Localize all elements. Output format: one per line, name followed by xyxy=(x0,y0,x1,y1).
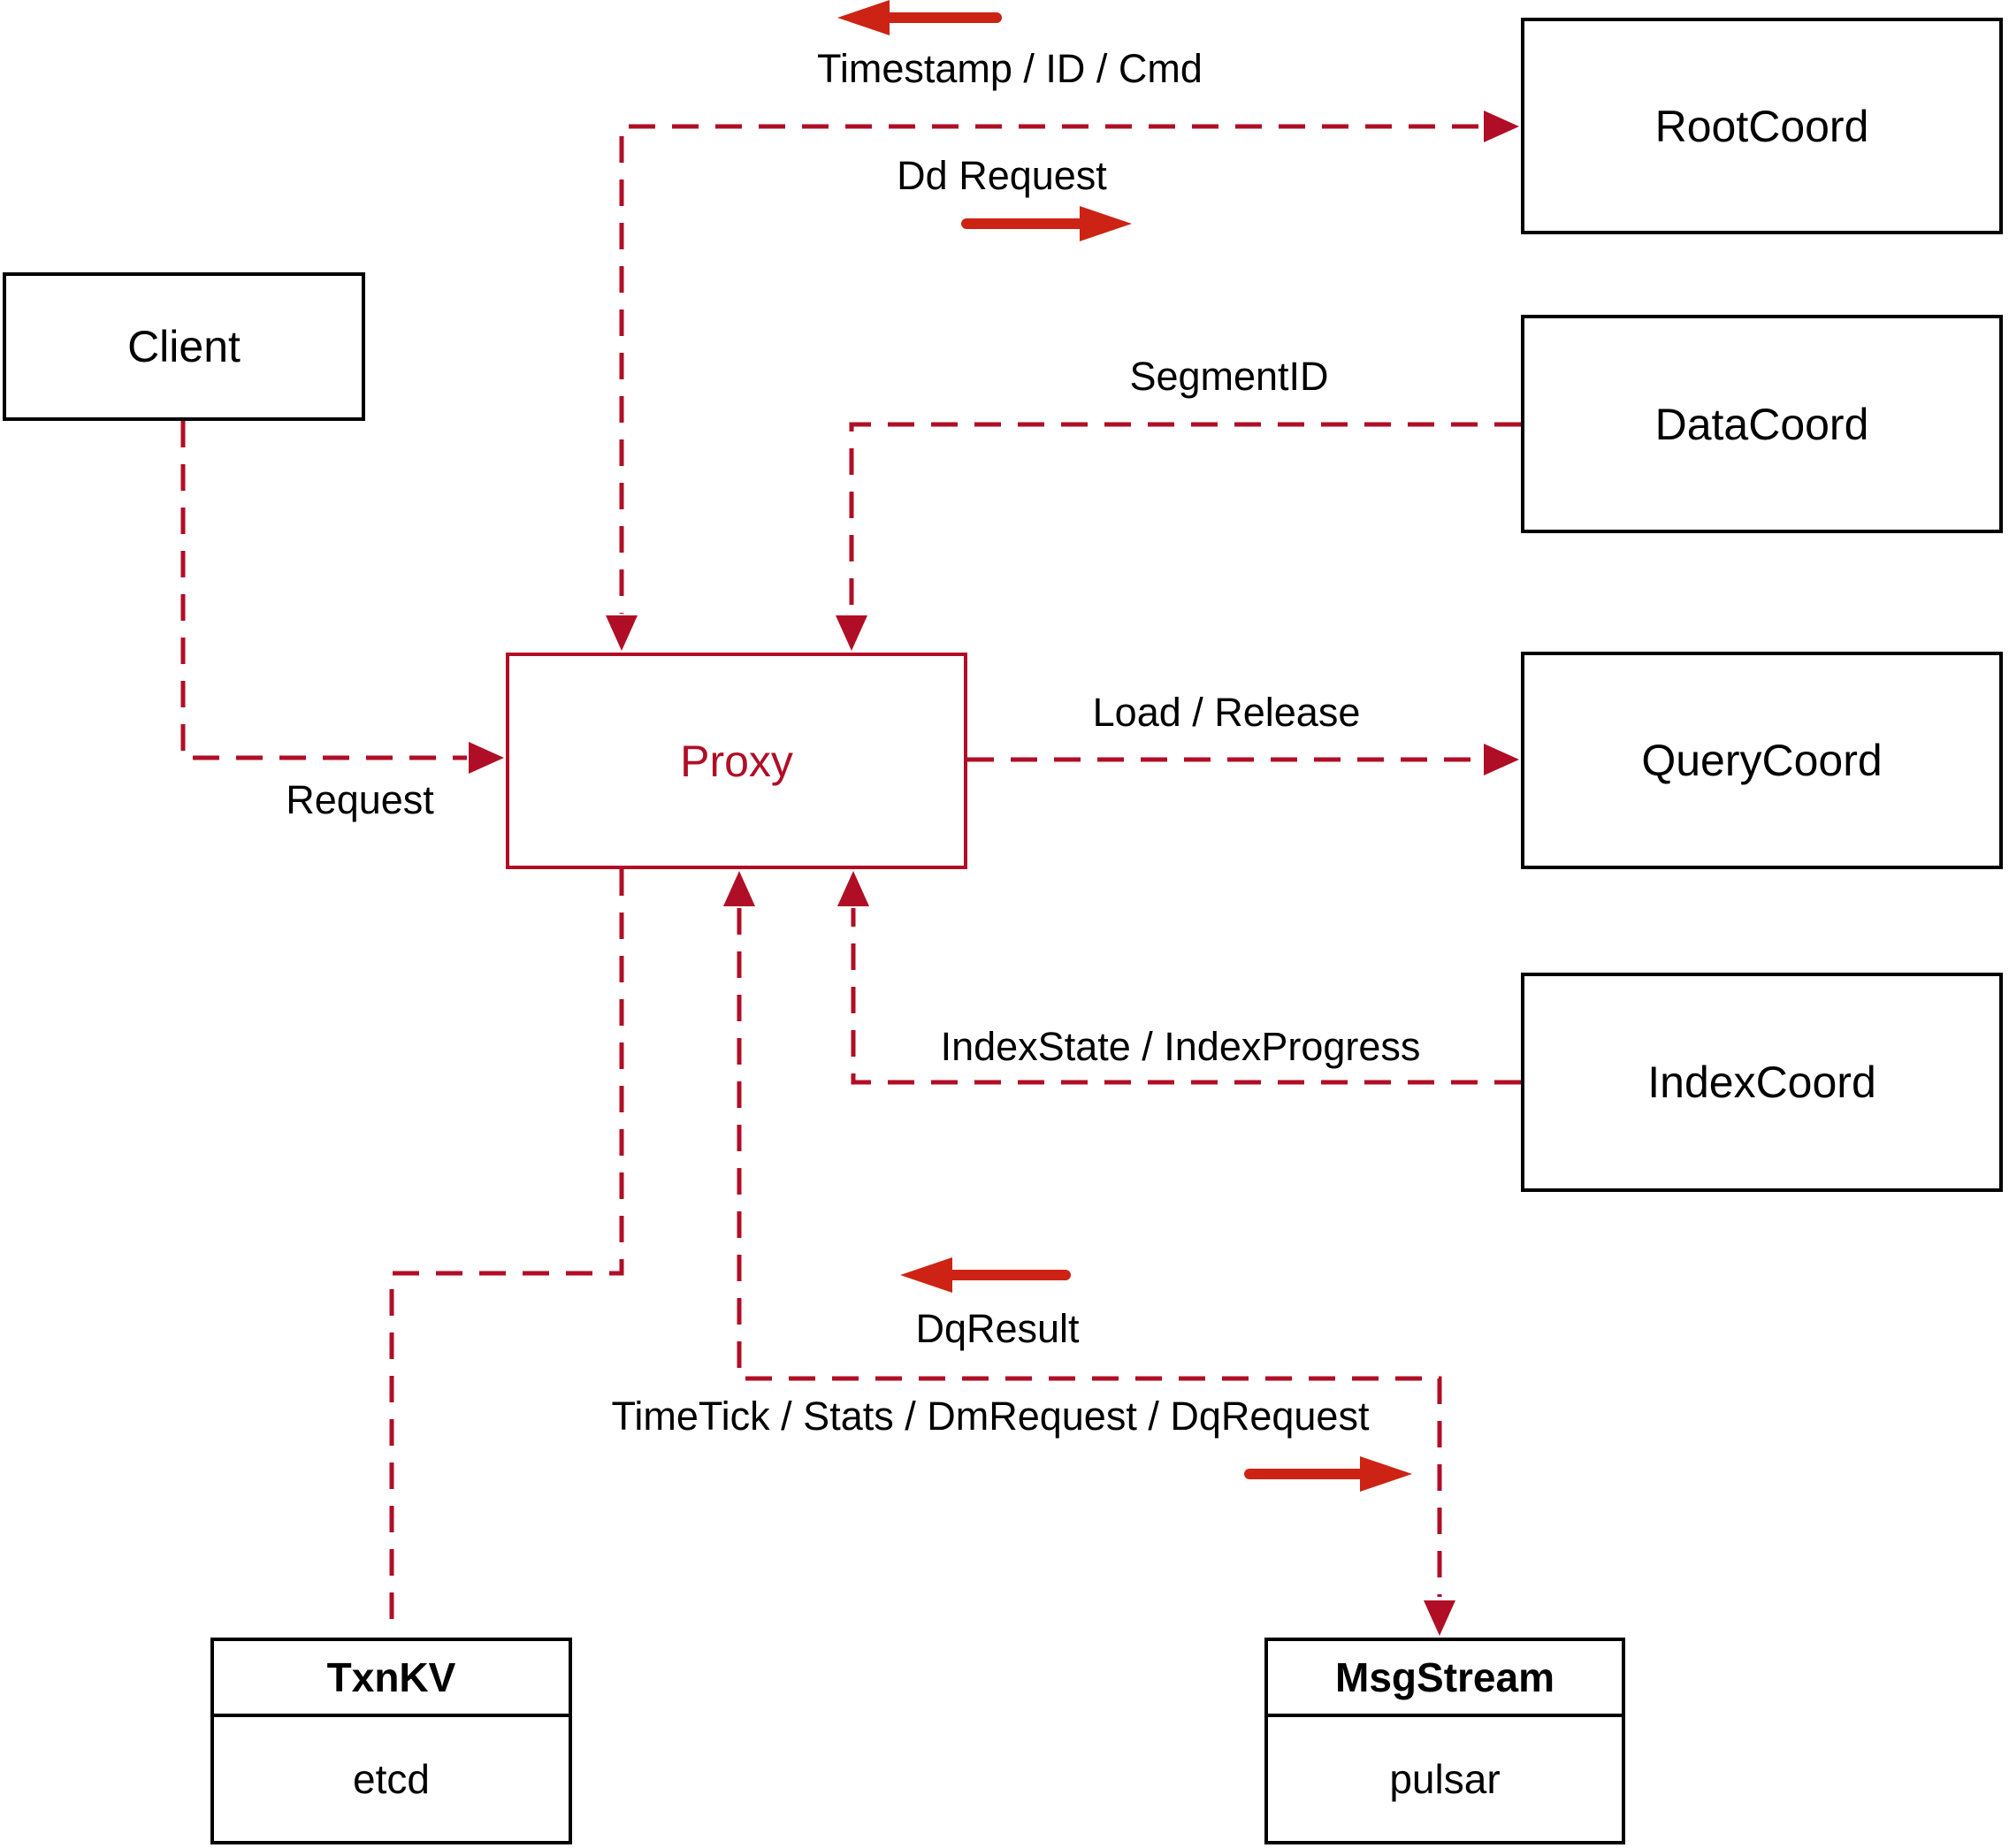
arrowhead-into-querycoord-icon xyxy=(1484,744,1519,775)
txnkv-title: TxnKV xyxy=(214,1641,569,1717)
ddrequest-direction-right-arrowhead-icon xyxy=(1080,206,1132,241)
edge-indexcoord-proxy xyxy=(851,908,1521,1085)
node-txnkv: TxnKV etcd xyxy=(210,1638,572,1844)
node-client: Client xyxy=(3,272,365,421)
dqrequest-direction-right-arrowhead-icon xyxy=(1360,1456,1412,1492)
edge-proxy-msgstream xyxy=(737,908,1442,1597)
node-rootcoord: RootCoord xyxy=(1521,18,2003,234)
node-indexcoord: IndexCoord xyxy=(1521,973,2003,1192)
arrowhead-into-proxy-bottom-right-icon xyxy=(837,871,869,906)
edge-label-index-state: IndexState / IndexProgress xyxy=(940,1024,1421,1069)
arrowhead-into-proxy-top-right-icon xyxy=(836,615,867,651)
edge-label-load-release: Load / Release xyxy=(1092,690,1361,735)
edge-client-proxy xyxy=(180,421,467,760)
arrowhead-into-proxy-bottom-left-icon xyxy=(723,871,755,906)
arrowhead-into-proxy-left-icon xyxy=(469,742,504,774)
edge-proxy-rootcoord xyxy=(619,124,1478,614)
node-proxy: Proxy xyxy=(506,653,967,869)
edge-label-timestamp-id-cmd: Timestamp / ID / Cmd xyxy=(817,46,1203,91)
edge-proxy-txnkv xyxy=(389,869,624,1636)
arrowhead-into-proxy-top-left-icon xyxy=(606,615,638,651)
edge-label-dd-request: Dd Request xyxy=(897,153,1107,198)
txnkv-subtitle: etcd xyxy=(353,1756,430,1802)
node-msgstream: MsgStream pulsar xyxy=(1264,1638,1625,1844)
arrowhead-into-rootcoord-icon xyxy=(1484,111,1519,142)
arrowhead-into-msgstream-icon xyxy=(1424,1600,1455,1636)
node-querycoord: QueryCoord xyxy=(1521,652,2003,869)
edge-datacoord-proxy xyxy=(849,422,1521,614)
msgstream-title: MsgStream xyxy=(1268,1641,1622,1717)
msgstream-subtitle: pulsar xyxy=(1389,1756,1501,1802)
dqresult-direction-left-arrowhead-icon xyxy=(900,1257,952,1293)
edge-label-request: Request xyxy=(286,777,434,822)
edge-label-time-tick: TimeTick / Stats / DmRequest / DqRequest xyxy=(611,1394,1370,1439)
node-datacoord: DataCoord xyxy=(1521,315,2003,533)
timestamp-direction-left-arrowhead-icon xyxy=(837,0,890,35)
edge-label-dq-result: DqResult xyxy=(915,1306,1080,1351)
edge-label-segment-id: SegmentID xyxy=(1129,354,1329,399)
